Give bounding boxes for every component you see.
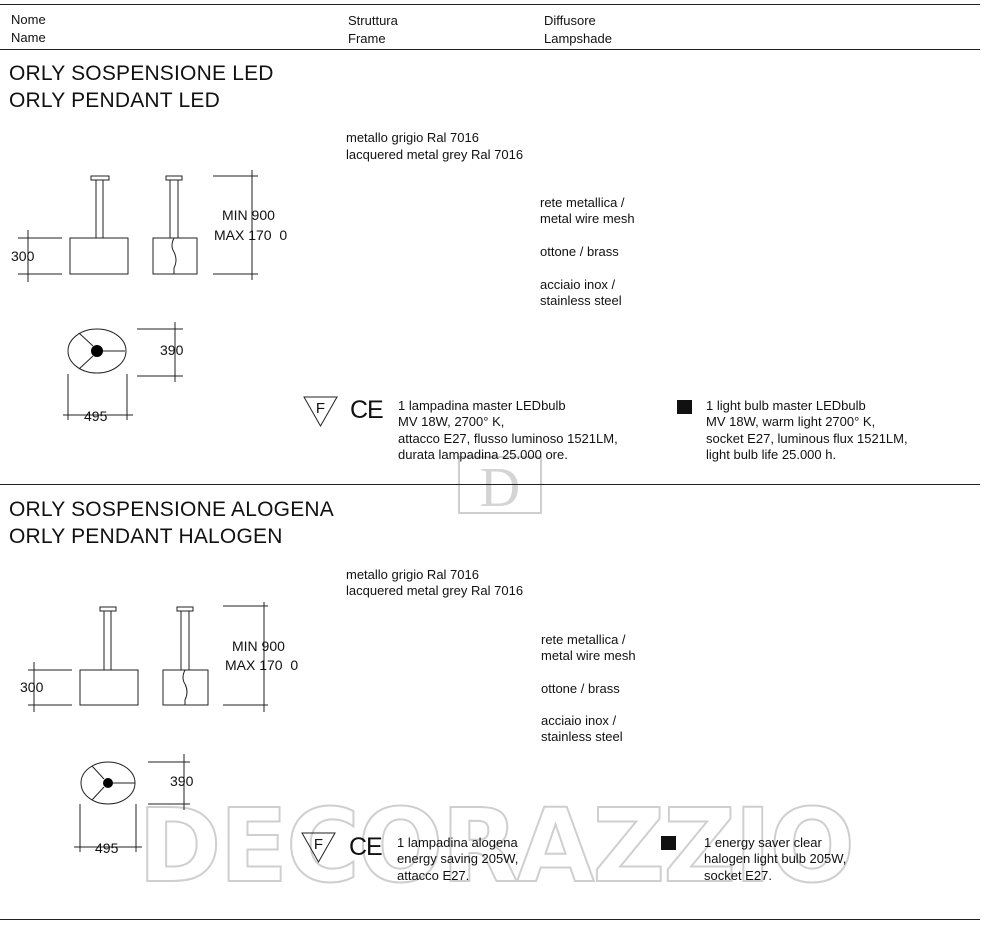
product2-shade1-en: metal wire mesh <box>541 648 636 663</box>
product2-bulb-it-1: 1 lampadina alogena <box>397 835 518 850</box>
product1-dim-min: MIN 900 <box>222 207 275 223</box>
top-rule <box>0 4 980 5</box>
header-frame-en: Frame <box>348 31 386 46</box>
product1-dim-width: 495 <box>84 408 108 424</box>
product1-shade3-en: stainless steel <box>540 293 622 308</box>
watermark-d-logo: D <box>458 456 542 519</box>
product2-shade1-it: rete metallica / <box>541 632 626 647</box>
product2-shade3-en: stainless steel <box>541 729 623 744</box>
product1-ce-mark-icon: CE <box>350 396 384 424</box>
product2-dim-width: 495 <box>95 840 119 856</box>
product2-dim-max: MAX 170 0 <box>225 657 299 673</box>
product2-title-it: ORLY SOSPENSIONE ALOGENA <box>9 498 334 521</box>
product1-dim-height: 300 <box>11 248 35 264</box>
section-rule <box>0 484 980 485</box>
product1-plan-drawing <box>63 322 183 420</box>
product2-dim-depth: 390 <box>170 773 194 789</box>
svg-text:F: F <box>314 836 323 853</box>
product1-english-marker <box>677 400 692 414</box>
product2-shade2: ottone / brass <box>541 681 620 696</box>
svg-text:F: F <box>316 400 325 417</box>
product1-shade1-en: metal wire mesh <box>540 211 635 226</box>
header-shade-it: Diffusore <box>544 13 596 28</box>
header-name-en: Name <box>11 30 46 45</box>
product1-dim-max: MAX 170 0 <box>214 227 288 243</box>
watermark-letter: D <box>480 457 520 519</box>
product2-plan-drawing <box>74 754 190 852</box>
header-frame-it: Struttura <box>348 13 398 28</box>
product2-bulb-en-1: 1 energy saver clear <box>704 835 822 850</box>
product2-dim-height: 300 <box>20 679 44 695</box>
product2-dim-min: MIN 900 <box>232 638 285 654</box>
product2-elevation-drawing <box>28 602 268 712</box>
product1-elevation-drawing <box>18 170 258 282</box>
product1-shade1-it: rete metallica / <box>540 195 625 210</box>
product1-bulb-it-3: attacco E27, flusso luminoso 1521LM, <box>398 431 618 446</box>
product1-bulb-it-1: 1 lampadina master LEDbulb <box>398 398 566 413</box>
product2-title-en: ORLY PENDANT HALOGEN <box>9 525 283 548</box>
product2-frame-en: lacquered metal grey Ral 7016 <box>346 583 524 598</box>
header-rule <box>0 49 980 50</box>
product1-f-mark-icon: F <box>303 396 338 428</box>
product2-shade3-it: acciaio inox / <box>541 713 617 728</box>
product2-english-marker <box>661 836 676 850</box>
product2-bulb-en-3: socket E27. <box>704 868 772 883</box>
product1-title-en: ORLY PENDANT LED <box>9 89 220 112</box>
product1-shade3-it: acciaio inox / <box>540 277 616 292</box>
product1-bulb-en-1: 1 light bulb master LEDbulb <box>706 398 866 413</box>
product1-bulb-en-4: light bulb life 25.000 h. <box>706 447 837 462</box>
bottom-rule <box>0 919 980 920</box>
product2-ce-mark-icon: CE <box>349 833 383 861</box>
product1-frame-en: lacquered metal grey Ral 7016 <box>346 147 524 162</box>
header-shade-en: Lampshade <box>544 31 612 46</box>
product1-title-it: ORLY SOSPENSIONE LED <box>9 62 274 85</box>
product1-bulb-en-3: socket E27, luminous flux 1521LM, <box>706 431 908 446</box>
product1-frame-it: metallo grigio Ral 7016 <box>346 130 479 145</box>
product1-dim-depth: 390 <box>160 342 184 358</box>
product2-frame-it: metallo grigio Ral 7016 <box>346 567 479 582</box>
product1-shade2: ottone / brass <box>540 244 619 259</box>
product2-bulb-it-2: energy saving 205W, <box>397 851 519 866</box>
product1-bulb-it-2: MV 18W, 2700° K, <box>398 414 505 429</box>
product2-bulb-en-2: halogen light bulb 205W, <box>704 851 847 866</box>
product1-bulb-en-2: MV 18W, warm light 2700° K, <box>706 414 876 429</box>
header-name-it: Nome <box>11 12 46 27</box>
product2-f-mark-icon: F <box>301 832 336 864</box>
product1-bulb-it-4: durata lampadina 25.000 ore. <box>398 447 568 462</box>
product2-bulb-it-3: attacco E27. <box>397 868 470 883</box>
